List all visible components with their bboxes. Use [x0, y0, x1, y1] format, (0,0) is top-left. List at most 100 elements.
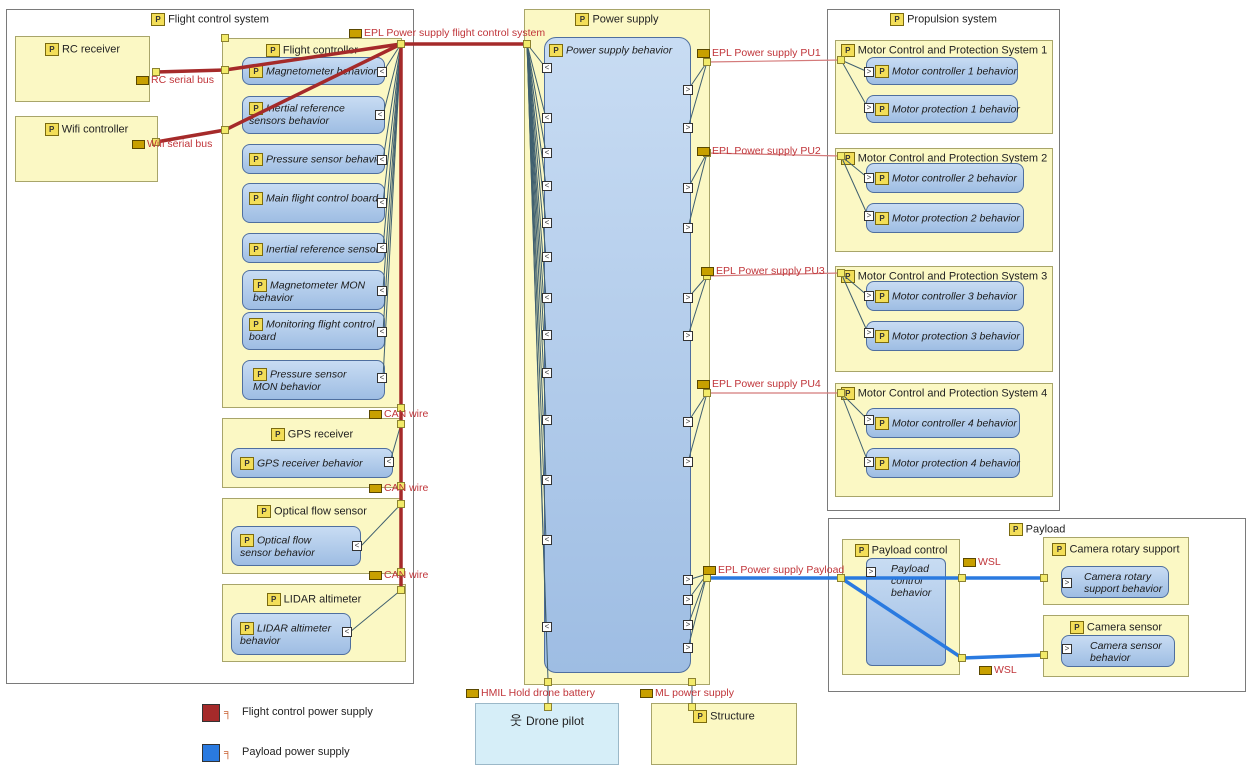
part-icon: P [1008, 523, 1023, 536]
behavior-label: Power supply behavior [566, 44, 673, 57]
behavior-label: Optical flow sensor behavior [240, 534, 315, 559]
part-icon: P [875, 103, 889, 116]
legend-label-flight: Flight control power supply [242, 706, 373, 718]
behavior-label: Motor controller 3 behavior [892, 290, 1017, 303]
behavior-label: Magnetometer MON behavior [253, 279, 366, 304]
payload-control-title: Payload control [871, 544, 948, 557]
behavior-label: GPS receiver behavior [257, 457, 363, 470]
link-label-text: CAN wire [384, 482, 429, 494]
link-icon [136, 75, 149, 85]
link-label-text: EPL Power supply PU3 [716, 265, 825, 277]
camera-sensor-title: Camera sensor [1086, 621, 1163, 634]
behavior-payload-control[interactable]: Payload control behavior [866, 558, 946, 666]
link-icon [697, 146, 710, 156]
link-label-text: EPL Power supply Payload [718, 564, 845, 576]
link-label-text: EPL Power supply flight control system [364, 27, 546, 39]
part-icon: P [265, 44, 280, 57]
part-icon: P [875, 290, 889, 303]
legend-swatch-payload [202, 744, 220, 762]
part-icon: P [240, 622, 254, 635]
link-label-text: RC serial bus [151, 74, 215, 86]
motor-system-title: Motor Control and Protection System 1 [857, 44, 1048, 57]
link-label-rc-serial: RC serial bus [136, 74, 214, 86]
link-icon [963, 557, 976, 567]
behavior-label: Main flight control board [266, 192, 379, 205]
part-icon: P [240, 534, 254, 547]
part-icon: P [875, 65, 889, 78]
link-icon [132, 139, 145, 149]
behavior-label: Pressure sensor MON behavior [253, 368, 347, 393]
legend-swatch-flight [202, 704, 220, 722]
link-label-text: EPL Power supply PU2 [712, 145, 821, 157]
part-icon: P [249, 153, 263, 166]
part-icon: P [875, 417, 889, 430]
link-label-text: EPL Power supply PU4 [712, 378, 821, 390]
behavior-label: Motor controller 2 behavior [892, 172, 1017, 185]
part-icon: P [575, 13, 590, 26]
link-icon [701, 266, 714, 276]
link-label-payload: EPL Power supply Payload [703, 564, 844, 576]
link-label-text: CAN wire [384, 408, 429, 420]
link-icon [369, 483, 382, 493]
link-icon: ╕ [224, 707, 232, 719]
link-label-can-3: CAN wire [369, 569, 428, 581]
part-icon: P [266, 593, 281, 606]
link-icon [703, 565, 716, 575]
behavior-camera-rotary[interactable]: Camera rotary support behavior [1061, 566, 1169, 598]
behavior-label: Camera sensor behavior [1090, 640, 1162, 664]
link-icon [640, 688, 653, 698]
part-icon: P [44, 43, 59, 56]
motor-system-title: Motor Control and Protection System 2 [857, 152, 1048, 165]
part-icon: P [875, 330, 889, 343]
link-label-wifi-serial: Wifi serial bus [132, 138, 212, 150]
wifi-controller-title: Wifi controller [61, 123, 129, 136]
part-icon: P [257, 505, 272, 518]
part-icon: P [1069, 621, 1084, 634]
behavior-label: Inertial reference sensors behavior [249, 102, 345, 127]
lidar-title: LIDAR altimeter [283, 593, 362, 606]
behavior-label: Camera rotary support behavior [1084, 571, 1163, 595]
rc-receiver-title: RC receiver [61, 43, 121, 56]
part-icon: P [890, 13, 905, 26]
link-icon [369, 409, 382, 419]
part-icon: P [875, 212, 889, 225]
behavior-label: LIDAR altimeter behavior [240, 622, 332, 647]
link-label-can-1: CAN wire [369, 408, 428, 420]
behavior-label: Inertial reference sensor [266, 243, 380, 256]
propulsion-system-title: Propulsion system [907, 13, 997, 26]
link-icon [697, 379, 710, 389]
part-icon: P [240, 457, 254, 470]
link-label-wsl-1: WSL [963, 556, 1001, 568]
link-label-text: Wifi serial bus [147, 138, 213, 150]
link-icon [466, 688, 479, 698]
behavior-label: Motor protection 2 behavior [892, 212, 1020, 225]
behavior-camera-sensor[interactable]: Camera sensor behavior [1061, 635, 1175, 667]
part-icon: P [249, 192, 263, 205]
camera-rotary-title: Camera rotary support [1069, 543, 1180, 556]
part-icon: P [854, 544, 869, 557]
link-icon [369, 570, 382, 580]
behavior-label: Motor controller 1 behavior [892, 65, 1017, 78]
part-icon: P [549, 44, 563, 57]
